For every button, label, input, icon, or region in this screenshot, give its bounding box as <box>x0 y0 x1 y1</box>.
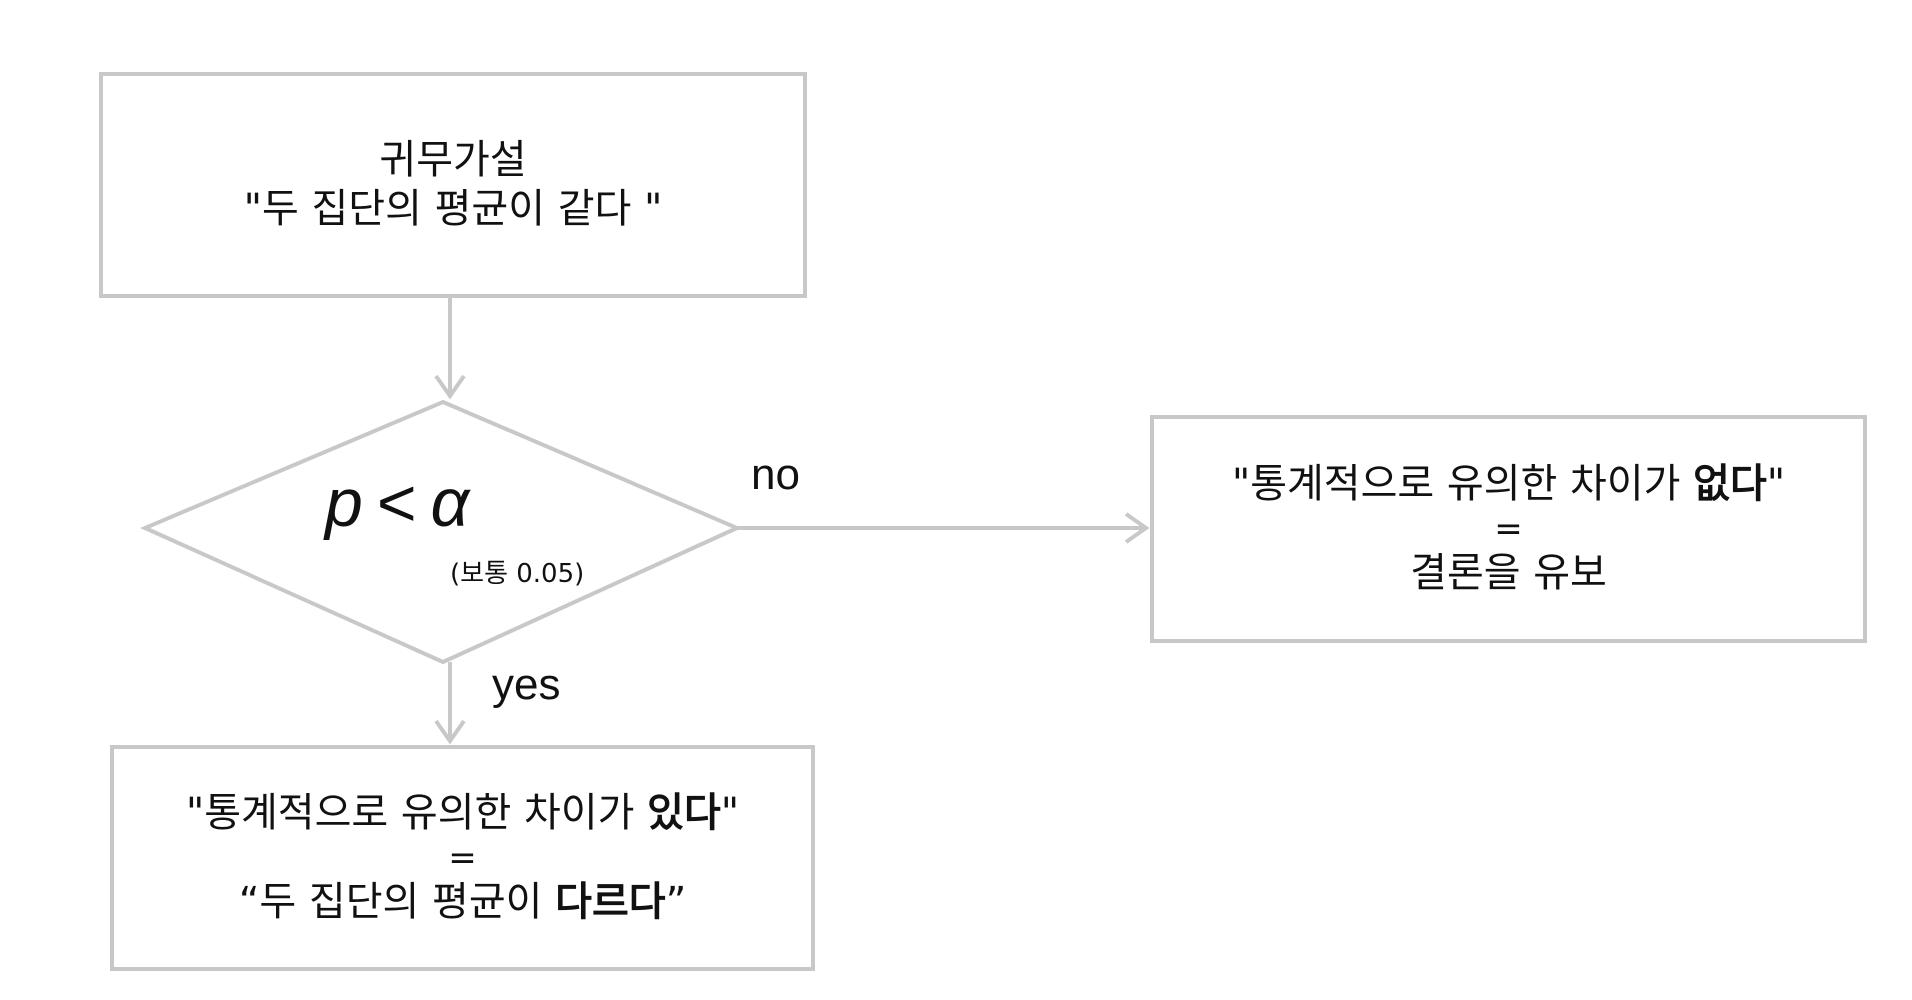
decision-condition: p<α <box>325 464 469 542</box>
no-result-emphasis: 없다 <box>1693 460 1767 507</box>
null-hypothesis-box: 귀무가설 "두 집단의 평균이 같다 " <box>99 72 807 298</box>
no-result-conclusion: 결론을 유보 <box>1410 550 1607 597</box>
no-result-box: "통계적으로 유의한 차이가 없다" = 결론을 유보 <box>1150 415 1867 643</box>
hypothesis-title: 귀무가설 <box>379 137 527 184</box>
arrowhead-down-icon <box>434 374 466 400</box>
less-than-operator: < <box>376 465 417 541</box>
yes-result-statement: "통계적으로 유의한 차이가 있다" <box>185 789 740 836</box>
alpha-symbol: α <box>430 465 470 541</box>
yes-conclusion-emphasis: 다르다 <box>555 879 666 926</box>
p-value-symbol: p <box>325 465 363 541</box>
yes-result-emphasis: 있다 <box>647 789 721 836</box>
yes-result-conclusion: “두 집단의 평균이 다르다” <box>238 879 687 926</box>
alpha-note: (보통 0.05) <box>450 559 585 589</box>
hypothesis-statement: "두 집단의 평균이 같다 " <box>243 186 663 232</box>
equals-sign: = <box>448 837 477 878</box>
arrowhead-right-icon <box>1124 512 1150 544</box>
no-result-statement: "통계적으로 유의한 차이가 없다" <box>1231 460 1786 507</box>
yes-branch-label: yes <box>492 660 561 709</box>
equals-sign: = <box>1494 508 1523 549</box>
arrowhead-down-icon <box>434 719 466 745</box>
yes-result-box: "통계적으로 유의한 차이가 있다" = “두 집단의 평균이 다르다” <box>110 745 815 971</box>
no-branch-label: no <box>751 450 800 499</box>
decision-diamond <box>139 399 742 665</box>
